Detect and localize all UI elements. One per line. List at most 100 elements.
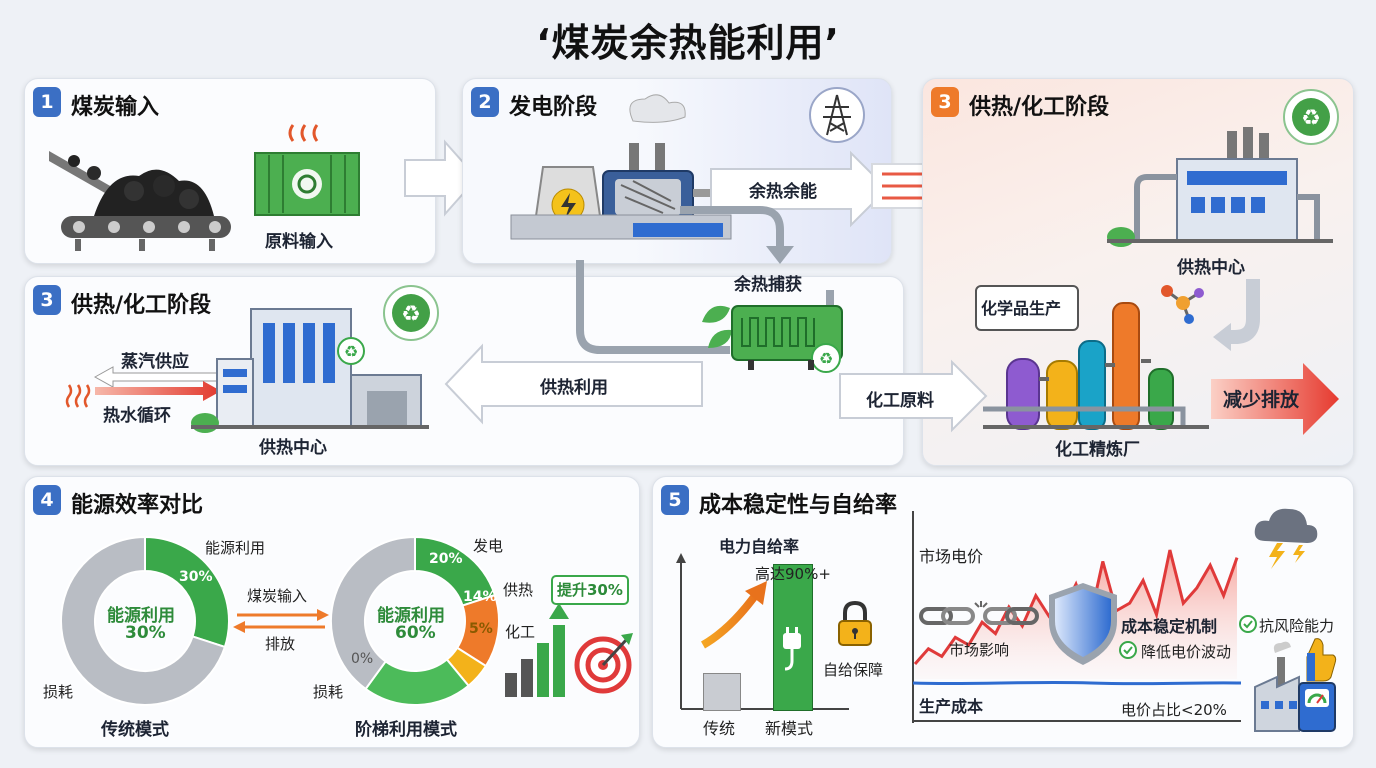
cascade-zero-value: 0% xyxy=(351,651,374,667)
chem-feedstock-label: 化工原料 xyxy=(866,391,934,411)
heat-capture-label: 余热捕获 xyxy=(734,275,802,295)
panel-power-generation: 2 发电阶段 余热余能 xyxy=(462,78,892,264)
waste-heat-energy-label: 余热余能 xyxy=(749,182,817,202)
check-icon xyxy=(1119,641,1137,659)
panel-heat-chem-right: 3 供热/化工阶段 ♻ 供热中心 化学品生产 化工精炼厂 xyxy=(922,78,1354,466)
growth-arrow-icon xyxy=(700,581,767,649)
cascade-mode-label: 阶梯利用模式 xyxy=(355,720,457,740)
panel-title: 供热/化工阶段 xyxy=(969,95,1110,120)
flow-arrow-icon xyxy=(404,139,479,217)
traditional-center-label: 能源利用 xyxy=(107,606,175,626)
refinery-icon xyxy=(983,302,1209,430)
step-badge: 3 xyxy=(33,285,61,315)
cascade-donut-chart xyxy=(330,535,500,706)
heat-center-label: 供热中心 xyxy=(259,438,327,458)
step-badge: 3 xyxy=(931,87,959,117)
recycle-icon: ♻ xyxy=(383,285,439,341)
plug-icon xyxy=(783,627,801,671)
chain-link-icon xyxy=(919,601,1039,625)
traditional-mode-label: 传统模式 xyxy=(101,720,169,740)
panel-cost-stability: 5 成本稳定性与自给率 电力自给率 高达90%+ 传统 新模式 自给保障 市场电 xyxy=(652,476,1354,748)
cascade-center-value: 60% xyxy=(395,623,436,643)
cascade-chem-label: 化工 xyxy=(505,623,536,641)
heat-supply-arrow-icon xyxy=(444,343,703,425)
reduce-emission-label: 减少排放 xyxy=(1223,389,1300,411)
cascade-loss-label: 损耗 xyxy=(313,683,344,701)
panel-title: 能源效率对比 xyxy=(71,493,204,518)
page-title: ‘煤炭余热能利用’ xyxy=(536,21,840,65)
traditional-loss-label: 损耗 xyxy=(43,683,74,701)
cascade-chem-value: 5% xyxy=(469,621,493,637)
traditional-util-value: 30% xyxy=(179,569,213,585)
step-badge: 1 xyxy=(33,87,61,117)
refinery-label: 化工精炼厂 xyxy=(1055,440,1140,460)
traditional-center-value: 30% xyxy=(125,623,166,643)
production-cost-label: 生产成本 xyxy=(919,697,984,716)
panel-title: 成本稳定性与自给率 xyxy=(699,493,898,518)
market-impact-label: 市场影响 xyxy=(949,641,1010,659)
factory-gauge-icon xyxy=(1254,638,1337,732)
step-badge: 5 xyxy=(661,485,689,515)
new-mode-axis-label: 新模式 xyxy=(765,719,814,738)
raw-input-label: 原料输入 xyxy=(265,232,333,252)
heat-center-building-icon: ♻ xyxy=(191,308,429,433)
svg-text:♻: ♻ xyxy=(1301,106,1321,131)
growth-target-icon xyxy=(505,603,633,697)
exchange-arrows-icon xyxy=(233,609,329,633)
coal-input-label: 煤炭输入 xyxy=(247,587,308,605)
chem-production-label: 化学品生产 xyxy=(981,299,1062,318)
step-badge: 4 xyxy=(33,485,61,515)
reduce-emission-arrow-icon xyxy=(1211,363,1339,435)
step-badge: 2 xyxy=(471,87,499,117)
panel-coal-input: 1 煤炭输入 原料输入 xyxy=(24,78,436,264)
heat-waves-icon xyxy=(65,384,91,408)
power-tower-icon xyxy=(809,87,865,143)
hot-water-label: 热水循环 xyxy=(103,406,171,426)
donut-slice-loss xyxy=(60,535,227,706)
donut-slice-loss xyxy=(330,535,416,691)
svg-text:♻: ♻ xyxy=(344,342,358,361)
heat-supply-use-label: 供热利用 xyxy=(540,378,608,398)
traditional-bar xyxy=(703,673,741,711)
raw-material-container-icon xyxy=(254,124,360,216)
risk-resist-label: 抗风险能力 xyxy=(1259,617,1335,635)
donut-slice-utilization xyxy=(144,535,230,649)
emission-label: 排放 xyxy=(265,635,296,653)
conveyor-belt-icon xyxy=(49,151,231,251)
self-sufficiency-label: 电力自给率 xyxy=(719,537,800,556)
up-to-label: 高达90%+ xyxy=(755,565,831,583)
panel-title: 发电阶段 xyxy=(509,95,598,120)
chem-production-box xyxy=(975,285,1079,331)
check-icon xyxy=(1239,615,1257,633)
heat-center-factory-icon xyxy=(1107,127,1333,247)
boost-box xyxy=(551,575,629,605)
cascade-power-label: 发电 xyxy=(473,537,504,555)
hot-water-arrow-icon xyxy=(95,381,221,401)
shield-icon xyxy=(1049,583,1117,665)
reduce-fluctuation-label: 降低电价波动 xyxy=(1141,643,1232,661)
mechanism-label: 成本稳定机制 xyxy=(1121,617,1218,636)
market-price-label: 市场电价 xyxy=(919,547,984,566)
cascade-heat-value: 14% xyxy=(463,589,497,605)
panel-efficiency-compare: 4 能源效率对比 能源利用 30% 能源利用 30% 损耗 传统模式 煤炭输入 … xyxy=(24,476,640,748)
cascade-heat-label: 供热 xyxy=(503,581,534,599)
lock-icon xyxy=(838,600,872,646)
recycle-icon: ♻ xyxy=(1283,89,1339,145)
chem-feedstock-arrow-icon xyxy=(839,359,988,433)
storm-cloud-icon xyxy=(1254,508,1318,569)
price-ratio-label: 电价占比<20% xyxy=(1121,701,1227,719)
svg-text:♻: ♻ xyxy=(819,349,833,368)
cascade-power-value: 20% xyxy=(429,551,463,567)
power-plant-icon xyxy=(510,94,737,240)
svg-text:♻: ♻ xyxy=(401,302,421,327)
steam-supply-label: 蒸汽供应 xyxy=(121,352,189,372)
down-return-arrow-icon xyxy=(1213,279,1260,351)
traditional-axis-label: 传统 xyxy=(703,719,736,738)
guarantee-label: 自给保障 xyxy=(823,661,884,679)
panel-title: 供热/化工阶段 xyxy=(71,293,212,318)
boost-label: 提升30% xyxy=(557,581,623,599)
cascade-center-label: 能源利用 xyxy=(377,606,445,626)
heat-exchanger-icon: ♻ xyxy=(702,305,843,373)
traditional-donut-chart xyxy=(60,535,230,706)
molecule-icon xyxy=(1161,285,1204,324)
